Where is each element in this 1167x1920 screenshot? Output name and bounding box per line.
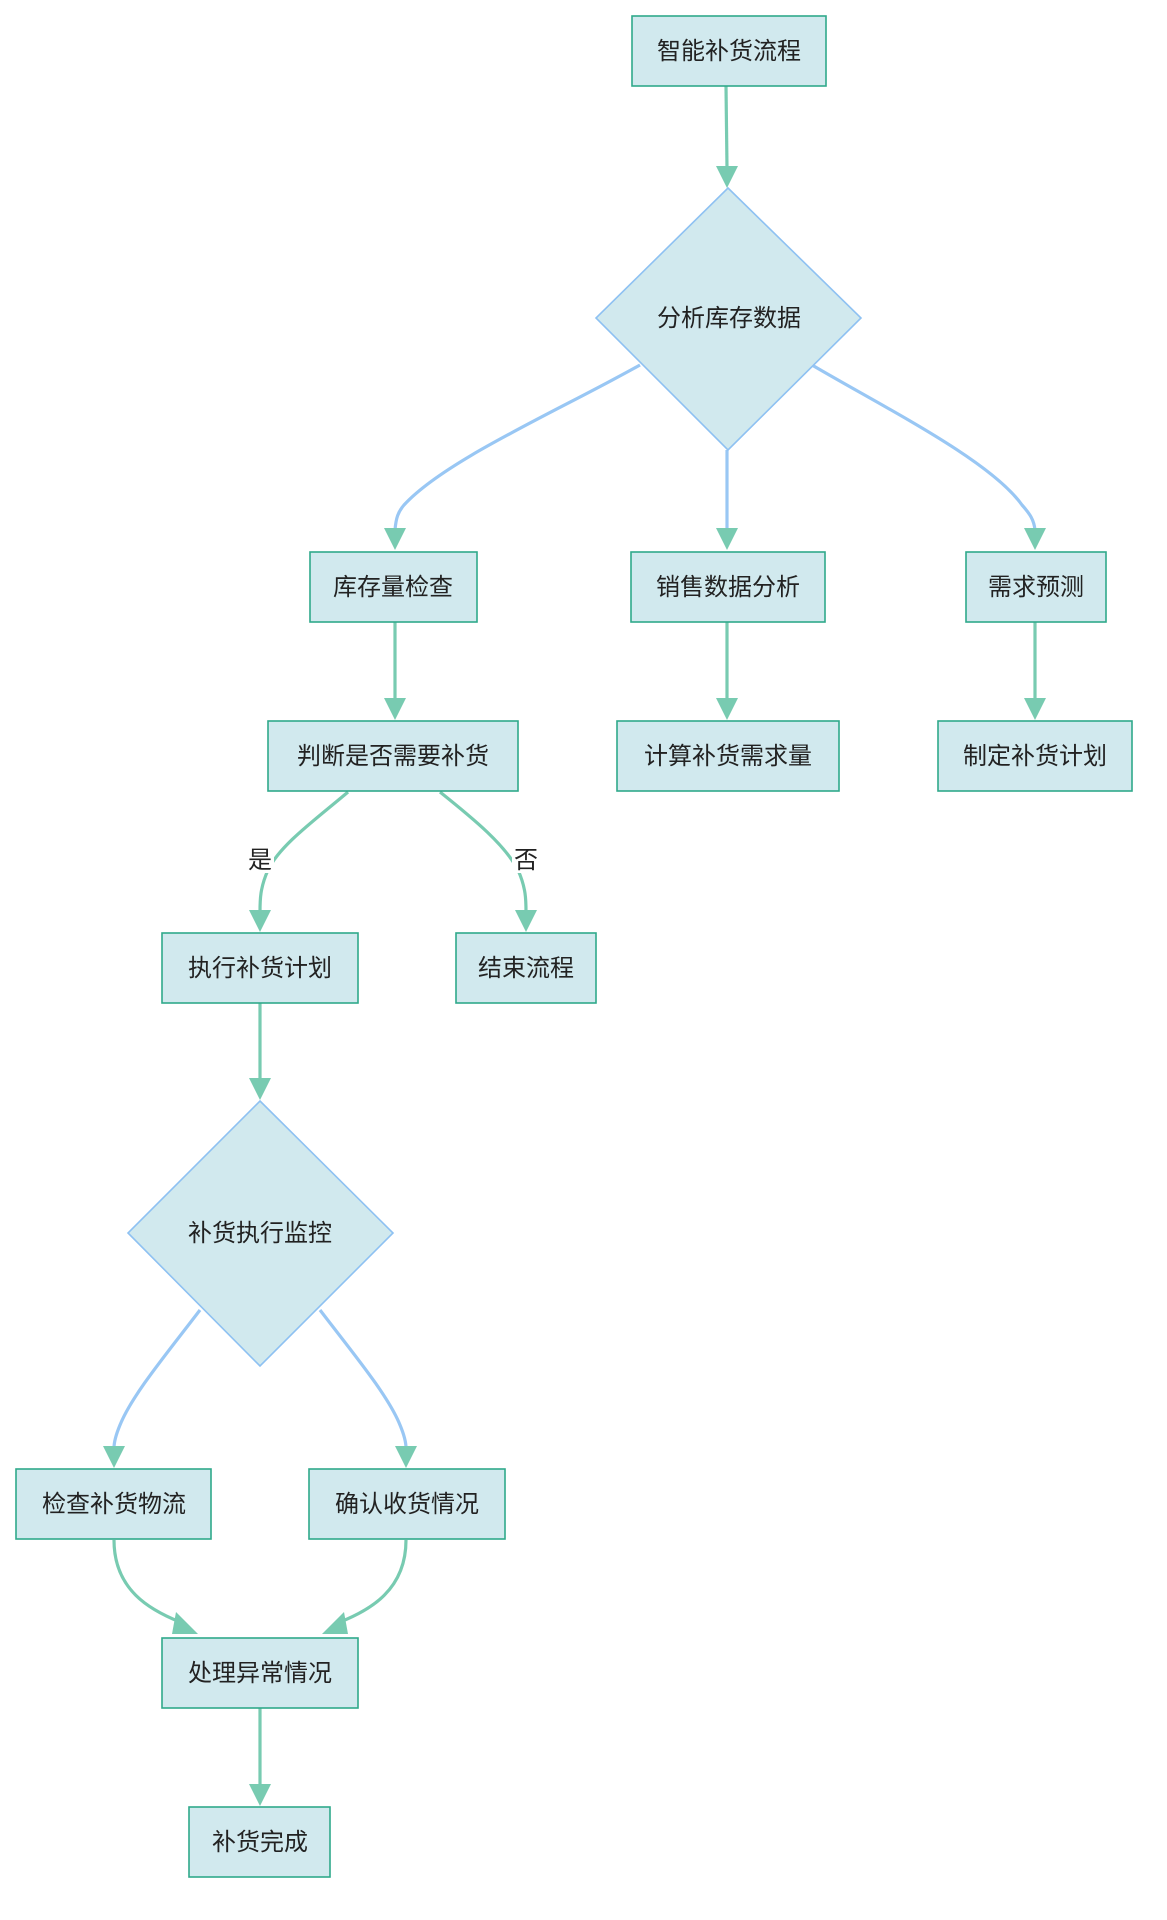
node-handle-exception[interactable]: 处理异常情况 [161,1637,359,1709]
node-label: 结束流程 [478,954,574,982]
node-label: 分析库存数据 [657,304,801,332]
node-decide[interactable]: 判断是否需要补货 [267,720,519,792]
node-make-plan[interactable]: 制定补货计划 [937,720,1133,792]
edge-analyze-to-stock-check [393,363,641,531]
arrowhead [716,166,738,188]
arrowhead [1024,528,1046,550]
node-label: 执行补货计划 [188,954,332,982]
node-calc-demand[interactable]: 计算补货需求量 [616,720,840,792]
node-check-logistics[interactable]: 检查补货物流 [15,1468,212,1540]
node-done[interactable]: 补货完成 [188,1806,331,1878]
edge-monitor-to-receipt [318,1309,408,1449]
arrowhead [1024,698,1046,720]
edge-label-yes: 是 [248,846,272,874]
edge-start-to-analyze [724,85,729,169]
arrowhead [249,1784,271,1806]
arrowhead [716,698,738,720]
edge-label-no: 否 [514,846,538,874]
edge-receipt-to-exception [339,1539,408,1624]
node-label: 智能补货流程 [657,37,801,65]
edge-label-bg [246,843,274,873]
node-sales-analysis[interactable]: 销售数据分析 [630,551,826,623]
edge-analyze-to-demand-forecast [811,363,1037,531]
node-label: 补货完成 [212,1828,308,1856]
node-label: 销售数据分析 [656,573,800,601]
node-confirm-receipt[interactable]: 确认收货情况 [308,1468,506,1540]
arrowhead [172,1612,198,1634]
decision-monitor[interactable]: 补货执行监控 [126,1099,395,1368]
node-execute[interactable]: 执行补货计划 [161,932,359,1004]
decision-analyze[interactable]: 分析库存数据 [594,186,863,452]
node-label: 补货执行监控 [188,1219,332,1247]
edge-label-bg [512,843,540,873]
edge-logistics-to-exception [112,1539,181,1624]
node-end-flow[interactable]: 结束流程 [455,932,597,1004]
node-label: 检查补货物流 [42,1490,186,1518]
arrowhead [322,1612,348,1634]
arrowhead [384,528,406,550]
node-label: 需求预测 [988,573,1084,601]
arrowhead [103,1446,125,1468]
arrowhead [515,910,537,932]
arrowhead [249,910,271,932]
arrowhead [395,1446,417,1468]
node-label: 判断是否需要补货 [297,742,489,770]
node-label: 处理异常情况 [188,1659,332,1687]
edge-monitor-to-logistics [112,1309,202,1449]
arrowhead [384,698,406,720]
node-start[interactable]: 智能补货流程 [631,15,827,87]
arrowhead [249,1078,271,1100]
node-stock-check[interactable]: 库存量检查 [309,551,478,623]
node-label: 库存量检查 [333,573,453,601]
node-demand-forecast[interactable]: 需求预测 [965,551,1107,623]
node-label: 计算补货需求量 [644,742,812,770]
node-label: 制定补货计划 [963,742,1107,770]
arrowhead [716,528,738,550]
node-label: 确认收货情况 [335,1490,479,1518]
